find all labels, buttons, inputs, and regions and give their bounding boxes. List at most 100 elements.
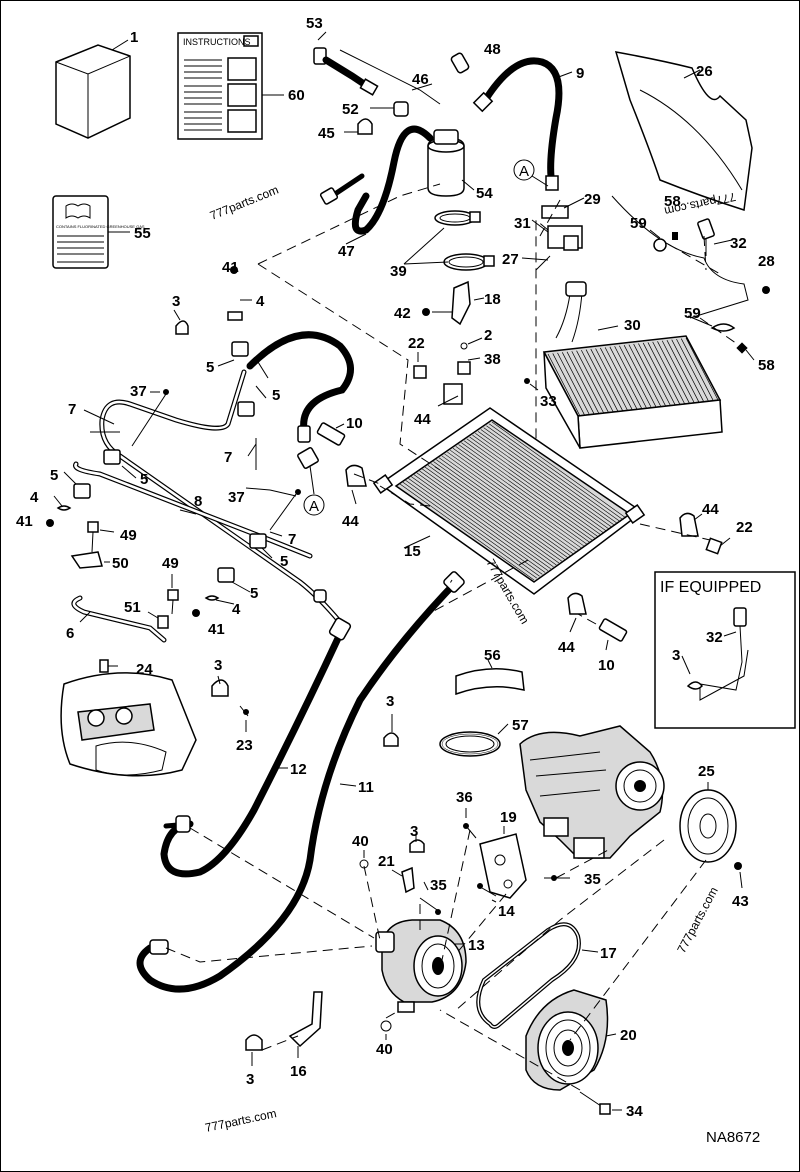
hose-9 bbox=[480, 57, 563, 188]
hose-57 bbox=[439, 731, 501, 757]
callout-39: 39 bbox=[390, 263, 407, 280]
callout-22-right: 22 bbox=[736, 519, 753, 536]
guide-lines bbox=[165, 183, 741, 1091]
callout-4-low: 4 bbox=[232, 601, 241, 618]
callout-58-mid: 58 bbox=[758, 357, 775, 374]
callout-4-left: 4 bbox=[30, 489, 39, 506]
callout-48: 48 bbox=[484, 41, 501, 58]
callout-3-hose: 3 bbox=[386, 693, 394, 710]
callout-22-top: 22 bbox=[408, 335, 425, 352]
clip-3-right bbox=[383, 732, 399, 747]
callout-30: 30 bbox=[624, 317, 641, 334]
refrigerant-label: CONTAINS FLUORINATED GREENHOUSE GAS bbox=[52, 195, 145, 269]
instructions-title: INSTRUCTIONS bbox=[183, 37, 251, 47]
callout-15: 15 bbox=[404, 543, 421, 560]
callout-56: 56 bbox=[484, 647, 501, 664]
circle-A-left bbox=[303, 494, 325, 516]
callout-7-c: 7 bbox=[288, 531, 296, 548]
callout-10-top: 10 bbox=[346, 415, 363, 432]
callout-5-e: 5 bbox=[280, 553, 288, 570]
callout-4-top: 4 bbox=[256, 293, 265, 310]
callout-45: 45 bbox=[318, 125, 335, 142]
bracket-21 bbox=[401, 839, 425, 894]
callout-5-f: 5 bbox=[250, 585, 258, 602]
bolt-14 bbox=[477, 883, 497, 897]
callout-40-top: 40 bbox=[352, 833, 369, 850]
drier bbox=[427, 129, 475, 197]
callout-34: 34 bbox=[626, 1103, 643, 1120]
callout-57: 57 bbox=[512, 717, 529, 734]
callout-38: 38 bbox=[484, 351, 501, 368]
callout-21: 21 bbox=[378, 853, 395, 870]
callout-3-bracket: 3 bbox=[410, 823, 418, 840]
callout-12: 12 bbox=[290, 761, 307, 778]
hose-upper bbox=[246, 331, 354, 434]
bracket-18 bbox=[422, 280, 471, 375]
callout-44-c: 44 bbox=[702, 501, 719, 518]
bolt-49-a bbox=[87, 521, 99, 553]
callout-50: 50 bbox=[112, 555, 129, 572]
condenser bbox=[372, 407, 646, 595]
callout-53: 53 bbox=[306, 15, 323, 32]
callout-54: 54 bbox=[476, 185, 493, 202]
callout-52: 52 bbox=[342, 101, 359, 118]
nut-40-bottom bbox=[380, 1020, 392, 1032]
strip-56 bbox=[455, 668, 525, 696]
if-equipped-label: IF EQUIPPED bbox=[660, 579, 761, 596]
tube-6 bbox=[71, 595, 169, 643]
callout-24: 24 bbox=[136, 661, 153, 678]
screw-33 bbox=[524, 378, 530, 384]
callout-labels: 1 60 55 53 48 46 9 26 52 45 54 47 39 29 … bbox=[16, 15, 775, 1120]
callout-9: 9 bbox=[576, 65, 584, 82]
compressor bbox=[375, 919, 467, 1013]
bolt-35-left bbox=[419, 897, 441, 915]
clamps-39 bbox=[434, 210, 495, 271]
bolts-37 bbox=[131, 389, 301, 531]
expansion-valve bbox=[541, 205, 583, 251]
switch-52 bbox=[393, 101, 409, 117]
nut-28 bbox=[762, 286, 770, 294]
callout-35-right: 35 bbox=[584, 871, 601, 888]
callout-3-box: 3 bbox=[672, 647, 680, 664]
clip-59 bbox=[653, 232, 678, 252]
callout-1: 1 bbox=[130, 29, 138, 46]
callout-49-a: 49 bbox=[120, 527, 137, 544]
callout-58-top: 58 bbox=[664, 193, 681, 210]
bolt-43 bbox=[734, 862, 742, 870]
callout-5-b: 5 bbox=[272, 387, 280, 404]
callout-41-left: 41 bbox=[16, 513, 33, 530]
fitting-48 bbox=[450, 52, 470, 74]
callout-2: 2 bbox=[484, 327, 492, 344]
hose-11 bbox=[136, 576, 462, 993]
callout-32-box: 32 bbox=[706, 629, 723, 646]
bolt-49-b bbox=[167, 589, 179, 615]
callout-60: 60 bbox=[288, 87, 305, 104]
circle-A-right bbox=[513, 159, 535, 181]
callout-11: 11 bbox=[358, 779, 374, 796]
clip-59-lower bbox=[710, 323, 748, 354]
callout-7-b: 7 bbox=[224, 449, 232, 466]
callout-47: 47 bbox=[338, 243, 355, 260]
callout-59-mid: 59 bbox=[684, 305, 701, 322]
callout-23: 23 bbox=[236, 737, 253, 754]
shroud-20 bbox=[525, 989, 609, 1091]
tube-assembly bbox=[73, 369, 343, 625]
callout-27: 27 bbox=[502, 251, 519, 268]
callout-28: 28 bbox=[758, 253, 775, 270]
clip-3-top bbox=[175, 320, 189, 335]
bracket-46 bbox=[339, 49, 441, 105]
callout-3-top: 3 bbox=[172, 293, 180, 310]
callout-59-top: 59 bbox=[630, 215, 647, 232]
label-header: CONTAINS FLUORINATED GREENHOUSE GAS bbox=[56, 224, 145, 229]
callout-3-bottom: 3 bbox=[246, 1071, 254, 1088]
brackets-44-22 bbox=[345, 365, 723, 615]
callout-36: 36 bbox=[456, 789, 473, 806]
callout-19: 19 bbox=[500, 809, 517, 826]
belt-17 bbox=[476, 922, 581, 1029]
callout-17: 17 bbox=[600, 945, 617, 962]
callout-37-top: 37 bbox=[130, 383, 147, 400]
callout-51: 51 bbox=[124, 599, 141, 616]
callout-16: 16 bbox=[290, 1063, 307, 1080]
callout-41-top: 41 bbox=[222, 259, 239, 276]
callout-5-c: 5 bbox=[140, 471, 148, 488]
